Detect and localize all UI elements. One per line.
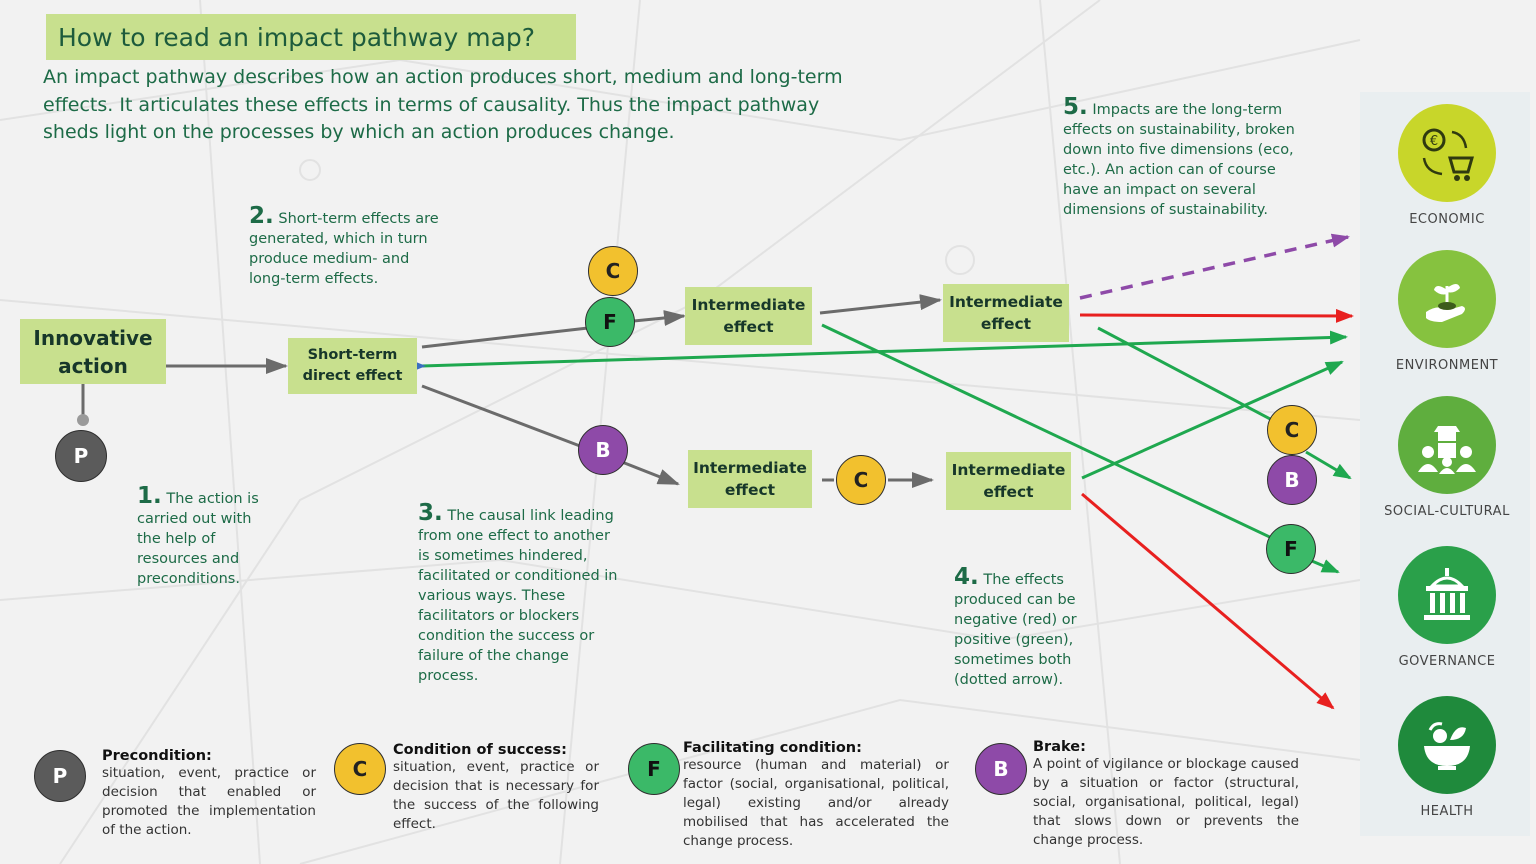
precondition-badge: P bbox=[55, 430, 107, 482]
legend-text: A point of vigilance or blockage caused … bbox=[1033, 756, 1299, 848]
intermediate-effect-bottom-1: Intermediate effect bbox=[688, 450, 812, 508]
note-text: The effects produced can be negative (re… bbox=[954, 572, 1077, 688]
legend-text: situation, event, practice or decision t… bbox=[102, 765, 316, 838]
node-line: effect bbox=[980, 315, 1032, 333]
node-line: effect bbox=[723, 318, 774, 336]
node-line: Intermediate bbox=[949, 293, 1063, 311]
arrow-short-to-f bbox=[421, 326, 589, 349]
note-5: 5. Impacts are the long-term effects on … bbox=[1063, 94, 1303, 220]
dimension-environment: ENVIRONMENT bbox=[1362, 250, 1532, 373]
page-title: How to read an impact pathway map? bbox=[58, 22, 536, 52]
node-line: direct effect bbox=[302, 368, 403, 384]
note-text: The causal link leading from one effect … bbox=[418, 508, 618, 684]
node-line: Intermediate bbox=[693, 459, 807, 477]
dimension-social-cultural: SOCIAL-CULTURAL bbox=[1362, 396, 1532, 519]
dimension-governance: GOVERNANCE bbox=[1362, 546, 1532, 669]
dimension-label: SOCIAL-CULTURAL bbox=[1384, 504, 1510, 519]
economic-cart-icon: € bbox=[1398, 104, 1496, 202]
node-line: effect bbox=[983, 483, 1034, 501]
note-number: 4. bbox=[954, 564, 979, 590]
title-banner: How to read an impact pathway map? bbox=[46, 14, 576, 60]
note-number: 2. bbox=[249, 203, 274, 229]
legend-brake-icon: B bbox=[975, 743, 1027, 795]
intro-paragraph: An impact pathway describes how an actio… bbox=[43, 66, 843, 143]
legend-title: Condition of success: bbox=[393, 742, 567, 758]
facilitating-badge: F bbox=[1266, 524, 1316, 574]
note-2: 2. Short-term effects are generated, whi… bbox=[249, 203, 449, 289]
governance-building-icon bbox=[1398, 546, 1496, 644]
short-term-effect-node: Short-term direct effect bbox=[288, 338, 417, 394]
condition-badge: C bbox=[1267, 405, 1317, 455]
intermediate-effect-top-2: Intermediate effect bbox=[943, 284, 1069, 342]
note-4: 4. The effects produced can be negative … bbox=[954, 564, 1094, 690]
legend-brake: Brake: A point of vigilance or blockage … bbox=[1033, 739, 1299, 850]
social-cultural-people-icon bbox=[1398, 396, 1496, 494]
note-text: Short-term effects are generated, which … bbox=[249, 211, 439, 287]
node-line: Short-term bbox=[307, 347, 398, 363]
innovative-action-node: Innovative action bbox=[20, 319, 166, 384]
facilitating-badge: F bbox=[585, 297, 635, 347]
legend-title: Precondition: bbox=[102, 748, 212, 764]
legend-condition-icon: C bbox=[334, 743, 386, 795]
dimension-label: HEALTH bbox=[1420, 804, 1474, 819]
intermediate-effect-top-1: Intermediate effect bbox=[685, 287, 812, 345]
node-line: Intermediate bbox=[951, 461, 1066, 479]
node-line: action bbox=[58, 353, 128, 378]
brake-badge: B bbox=[1267, 455, 1317, 505]
svg-text:€: € bbox=[1430, 134, 1438, 149]
dimension-label: GOVERNANCE bbox=[1398, 654, 1496, 669]
legend-title: Facilitating condition: bbox=[683, 740, 862, 756]
condition-badge: C bbox=[836, 455, 886, 505]
note-text: The action is carried out with the help … bbox=[137, 491, 259, 587]
legend-facilitating-icon: F bbox=[628, 743, 680, 795]
legend-text: situation, event, practice or decision t… bbox=[393, 759, 599, 832]
node-line: effect bbox=[724, 481, 776, 499]
condition-badge: C bbox=[588, 246, 638, 296]
note-3: 3. The causal link leading from one effe… bbox=[418, 500, 618, 686]
environment-plant-hand-icon bbox=[1398, 250, 1496, 348]
dimension-label: ENVIRONMENT bbox=[1395, 358, 1499, 373]
dimension-economic: € ECONOMIC bbox=[1362, 104, 1532, 227]
node-line: Innovative bbox=[33, 325, 153, 350]
node-line: Intermediate bbox=[691, 296, 806, 314]
legend-precondition-icon: P bbox=[34, 750, 86, 802]
legend-text: resource (human and material) or factor … bbox=[683, 757, 949, 849]
note-number: 5. bbox=[1063, 94, 1088, 120]
note-number: 3. bbox=[418, 500, 443, 526]
brake-badge: B bbox=[578, 425, 628, 475]
health-bowl-icon bbox=[1398, 696, 1496, 794]
note-number: 1. bbox=[137, 483, 162, 509]
note-text: Impacts are the long-term effects on sus… bbox=[1063, 102, 1295, 218]
intermediate-effect-bottom-2: Intermediate effect bbox=[946, 452, 1071, 510]
dimension-health: HEALTH bbox=[1362, 696, 1532, 819]
legend-condition: Condition of success: situation, event, … bbox=[393, 742, 599, 834]
note-1: 1. The action is carried out with the he… bbox=[137, 483, 267, 589]
legend-title: Brake: bbox=[1033, 739, 1086, 755]
legend-precondition: Precondition: situation, event, practice… bbox=[102, 748, 316, 840]
dimension-label: ECONOMIC bbox=[1409, 212, 1485, 227]
legend-facilitating: Facilitating condition: resource (human … bbox=[683, 740, 949, 851]
